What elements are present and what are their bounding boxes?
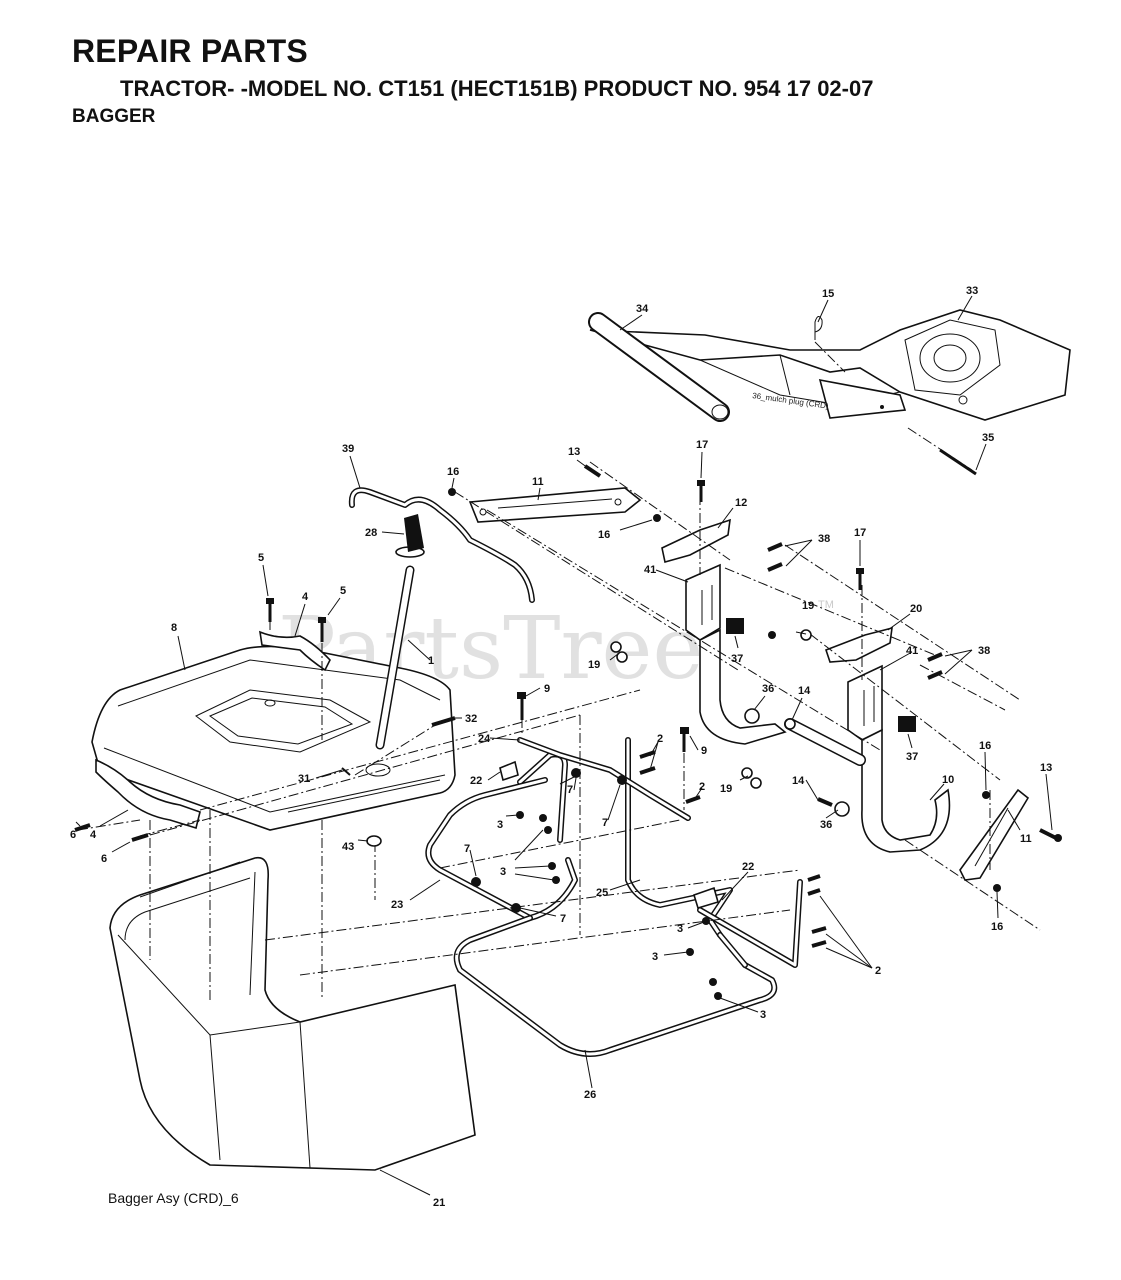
- callout-26: 26: [584, 1089, 596, 1101]
- pad-37-left: [726, 618, 744, 634]
- callout-14: 14: [798, 685, 811, 697]
- grass-bag: [109, 856, 476, 1171]
- callout-36: 36: [820, 819, 832, 831]
- handle-4-top: [258, 630, 331, 672]
- callout-7: 7: [567, 784, 573, 796]
- callout-15: 15: [822, 288, 834, 300]
- callout-6: 6: [70, 829, 76, 841]
- callout-16: 16: [991, 921, 1003, 933]
- callout-25: 25: [596, 887, 608, 899]
- callout-13: 13: [1040, 762, 1052, 774]
- callout-2: 2: [699, 781, 705, 793]
- callout-16: 16: [598, 529, 610, 541]
- callout-37: 37: [906, 751, 918, 763]
- callout-9: 9: [544, 683, 550, 695]
- callout-1: 1: [428, 655, 434, 667]
- callout-5: 5: [340, 585, 346, 597]
- callout-24: 24: [478, 733, 491, 745]
- callout-8: 8: [171, 622, 177, 634]
- pin: [939, 448, 977, 476]
- callout-13: 13: [568, 446, 580, 458]
- callout-14: 14: [792, 775, 805, 787]
- callout-3: 3: [500, 866, 506, 878]
- bracket-11-right: [959, 788, 1030, 881]
- callout-3: 3: [652, 951, 658, 963]
- callout-41: 41: [906, 645, 918, 657]
- cross-tube: [784, 718, 866, 766]
- rod-tube: [588, 312, 730, 422]
- callout-38: 38: [818, 533, 830, 545]
- callout-2: 2: [875, 965, 881, 977]
- callout-21: 21: [433, 1197, 445, 1209]
- model-line: TRACTOR- -MODEL NO. CT151 (HECT151B) PRO…: [120, 76, 874, 101]
- callout-4: 4: [302, 591, 309, 603]
- callout-2: 2: [657, 733, 663, 745]
- callout-6: 6: [101, 853, 107, 865]
- callout-3: 3: [760, 1009, 766, 1021]
- callout-38: 38: [978, 645, 990, 657]
- callout-12: 12: [735, 497, 747, 509]
- callout-10: 10: [942, 774, 954, 786]
- callout-17: 17: [696, 439, 708, 451]
- callout-33: 33: [966, 285, 978, 297]
- callout-23: 23: [391, 899, 403, 911]
- callout-43: 43: [342, 841, 354, 853]
- hairpin-clip: [814, 316, 823, 340]
- callout-41: 41: [644, 564, 656, 576]
- callout-32: 32: [465, 713, 477, 725]
- callout-16: 16: [979, 740, 991, 752]
- page-title: REPAIR PARTS: [72, 33, 308, 69]
- callout-36: 36: [762, 683, 774, 695]
- callout-19: 19: [802, 600, 814, 612]
- callout-7: 7: [560, 913, 566, 925]
- arm-right: [847, 664, 951, 853]
- section-title: BAGGER: [72, 106, 156, 127]
- callout-19: 19: [720, 783, 732, 795]
- callout-labels: 34 15 33 35 39 16 11 13 16 17 12 38 17 2…: [70, 285, 1052, 1209]
- callout-39: 39: [342, 443, 354, 455]
- callout-3: 3: [677, 923, 683, 935]
- callout-17: 17: [854, 527, 866, 539]
- callout-4: 4: [90, 829, 97, 841]
- callout-7: 7: [464, 843, 470, 855]
- washer-36-left: [744, 708, 760, 724]
- callout-16: 16: [447, 466, 459, 478]
- inset-label: 36_mulch plug (CRD): [752, 391, 830, 411]
- callout-35: 35: [982, 432, 994, 444]
- bracket-12: [661, 518, 731, 563]
- callout-7: 7: [602, 817, 608, 829]
- callout-28: 28: [365, 527, 377, 539]
- callout-11: 11: [1020, 833, 1032, 845]
- upright-tube: [375, 565, 415, 750]
- grip: [395, 514, 425, 558]
- callout-11: 11: [532, 476, 544, 488]
- diagram-caption: Bagger Asy (CRD)_6: [108, 1190, 239, 1206]
- leader-lines: [75, 295, 1053, 1196]
- arm-left: [685, 563, 787, 745]
- callout-22: 22: [470, 775, 482, 787]
- pad-37-right: [898, 716, 916, 732]
- bracket-11-top: [468, 487, 642, 523]
- handle-bar: [348, 487, 535, 603]
- callout-9: 9: [701, 745, 707, 757]
- handle-4-left: [95, 758, 201, 830]
- assembly-lines: [77, 461, 1041, 1000]
- callout-37: 37: [731, 653, 743, 665]
- callout-22: 22: [742, 861, 754, 873]
- mulch-plug-assembly: 36_mulch plug (CRD): [588, 309, 1071, 476]
- callout-31: 31: [298, 773, 310, 785]
- callout-3: 3: [497, 819, 503, 831]
- callout-34: 34: [636, 303, 649, 315]
- callout-19: 19: [588, 659, 600, 671]
- washer-36-right: [834, 801, 850, 817]
- hardware: [74, 464, 1062, 1000]
- watermark-tm: TM: [818, 599, 834, 611]
- bracket-20: [824, 626, 893, 663]
- callout-20: 20: [910, 603, 922, 615]
- callout-5: 5: [258, 552, 264, 564]
